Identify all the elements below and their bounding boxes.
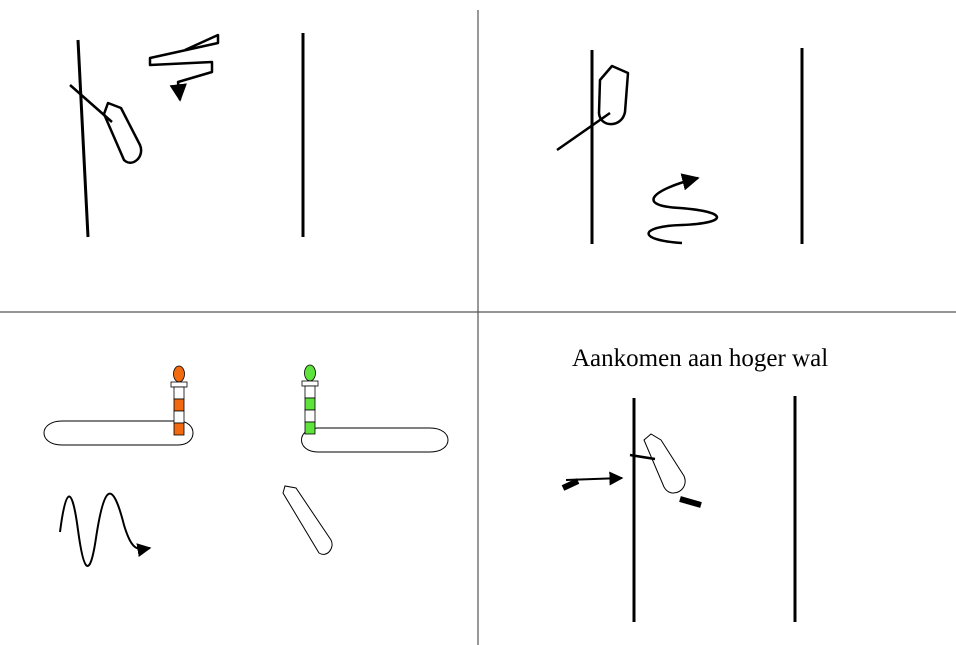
panel-top-left xyxy=(69,33,305,238)
panel-caption: Aankomen aan hoger wal xyxy=(572,345,829,372)
green-beacon xyxy=(301,364,319,435)
pontoon-left xyxy=(43,420,194,446)
pontoon-right xyxy=(301,427,449,453)
current-wave-arrow xyxy=(148,33,220,102)
wind-arrow-tail xyxy=(561,478,580,491)
boat-hull xyxy=(597,64,630,126)
boat-outline xyxy=(643,433,686,494)
panel-bottom-left xyxy=(43,364,449,567)
red-beacon xyxy=(170,365,188,436)
wave-arrow xyxy=(59,492,152,567)
mooring-line xyxy=(629,453,656,461)
boat-outline xyxy=(282,485,333,555)
boat-hull xyxy=(102,101,143,164)
red-beacon-cap xyxy=(170,381,188,388)
panel-bottom-right xyxy=(561,396,797,622)
fender-mark xyxy=(679,496,702,508)
green-beacon-top-icon xyxy=(304,364,316,382)
left-bank-line xyxy=(76,39,90,238)
green-beacon-cap xyxy=(301,380,319,387)
current-wave-arrow xyxy=(647,173,718,245)
panel-top-right xyxy=(556,48,804,245)
red-beacon-top-icon xyxy=(173,365,185,383)
